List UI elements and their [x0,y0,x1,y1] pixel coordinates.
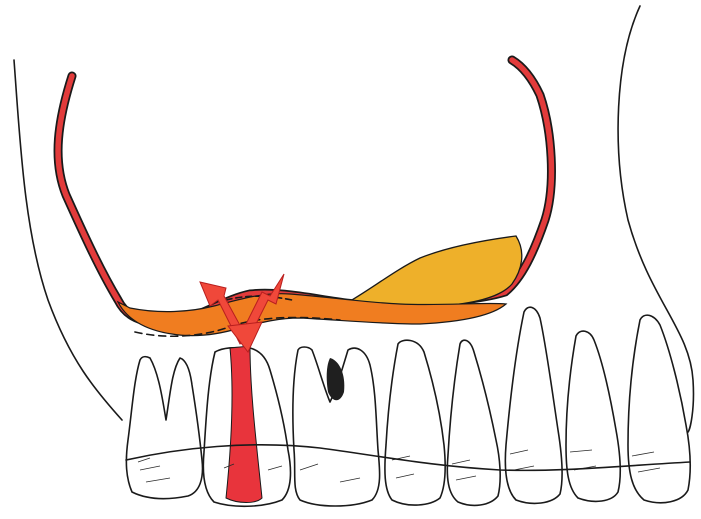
tooth-cavity [327,358,345,400]
tooth-premolar-2 [385,340,445,505]
tooth-incisor-2 [566,331,620,501]
tooth-molar-1 [126,357,202,499]
tooth-incisor-1 [505,307,562,503]
left-bone-contour [14,60,122,420]
upper-teeth-row [126,307,690,506]
tooth-incisor-3 [628,315,690,503]
tooth-canine [447,340,500,505]
